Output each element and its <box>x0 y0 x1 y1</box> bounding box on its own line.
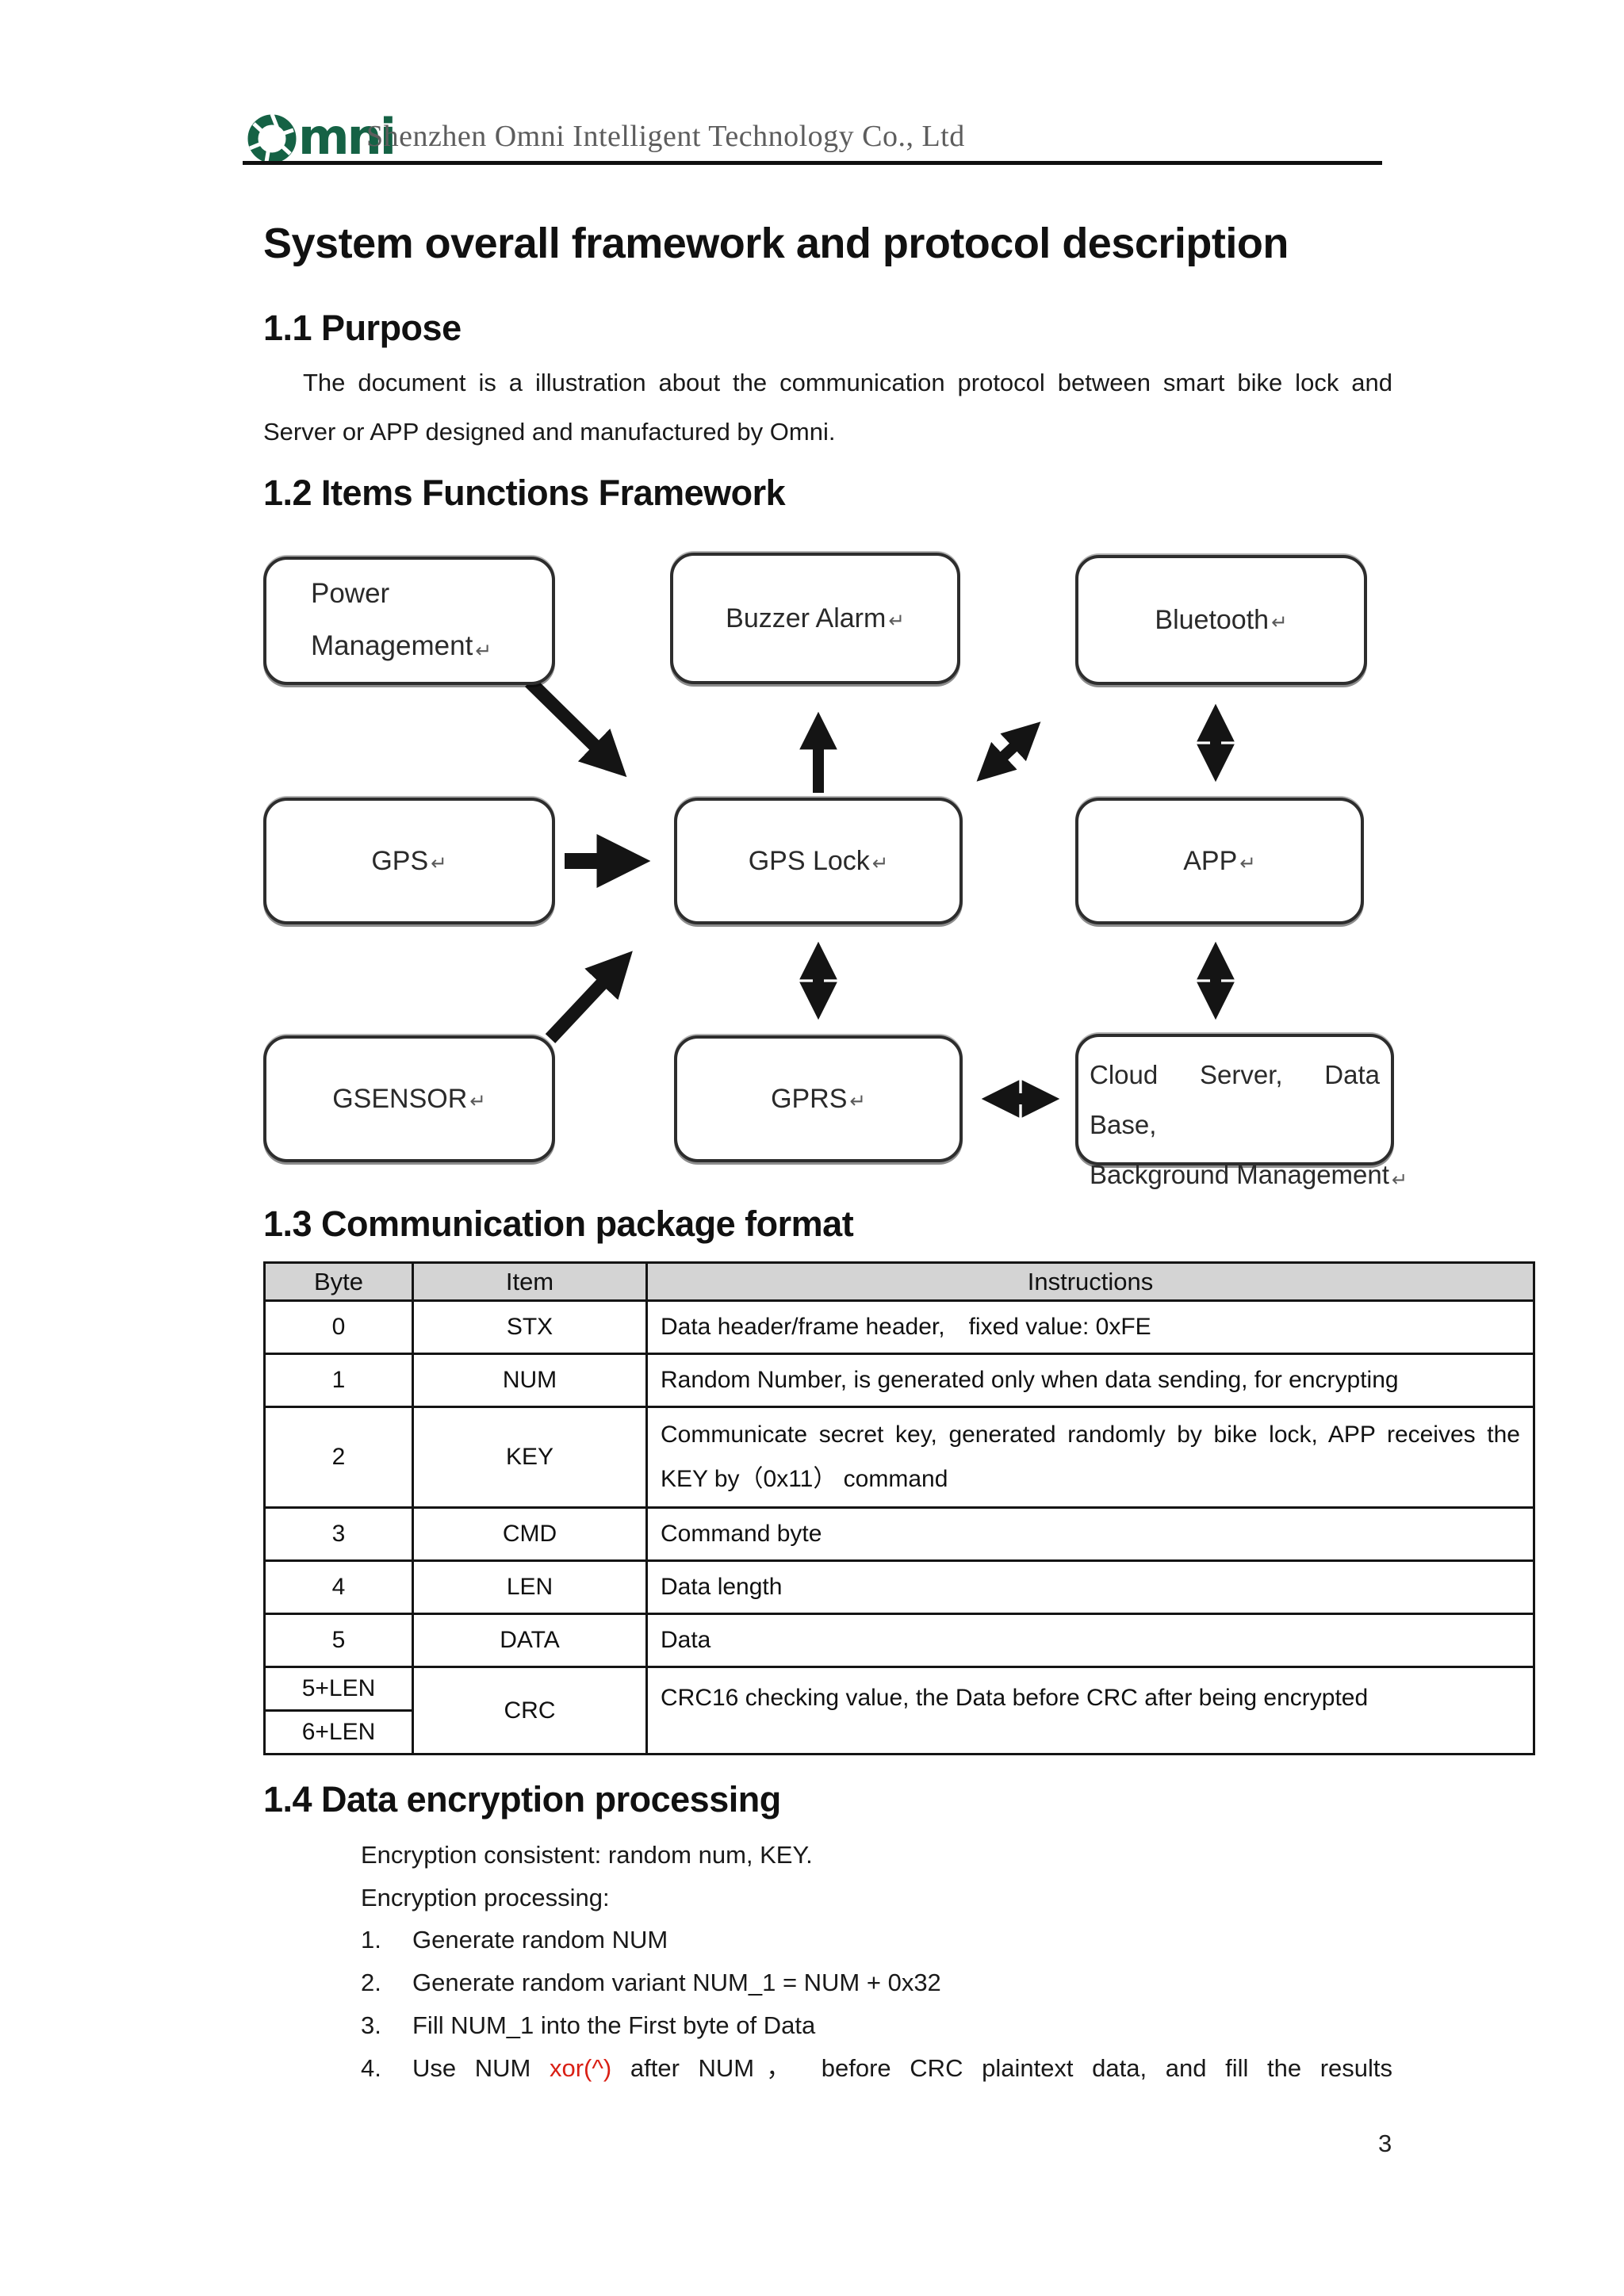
cell-byte: 0 <box>263 1299 414 1355</box>
box-label: GPS Lock <box>748 845 870 876</box>
diagram-box-gps: GPS↵ <box>263 798 555 924</box>
list-item-number: 3. <box>361 2011 381 2039</box>
heading-1-4: 1.4 Data encryption processing <box>263 1779 781 1820</box>
list-item-text: Fill NUM_1 into the First byte of Data <box>412 2011 816 2039</box>
list-item-text: Use NUM xor(^) after NUM， before CRC pla… <box>412 2054 1393 2082</box>
omni-logo: mni <box>247 108 396 166</box>
box-label: Buzzer Alarm <box>726 603 887 633</box>
table-header-row: Byte Item Instructions <box>263 1261 1535 1302</box>
col-header-instructions: Instructions <box>645 1261 1535 1302</box>
cell-byte: 6+LEN <box>263 1709 414 1755</box>
cell-instructions: Data header/frame header, fixed value: 0… <box>645 1299 1535 1355</box>
arrow-gpslock-bluetooth <box>976 721 1041 782</box>
cell-instructions: Data length <box>645 1559 1535 1615</box>
cell-item: CRC <box>412 1666 648 1755</box>
diagram-box-gps-lock: GPS Lock↵ <box>674 798 963 924</box>
purpose-paragraph: The document is a illustration about the… <box>263 369 1392 446</box>
diagram-box-gsensor: GSENSOR↵ <box>263 1035 555 1162</box>
list-item-number: 4. <box>361 2054 381 2082</box>
diagram-box-power-management: Power Management↵ <box>263 557 555 685</box>
diagram-box-app: APP↵ <box>1075 798 1364 924</box>
box-label: Cloud Server, Data Base, <box>1090 1060 1380 1139</box>
cell-instructions: Command byte <box>645 1506 1535 1562</box>
encryption-steps-list: 1. Generate random NUM 2. Generate rando… <box>361 1919 1392 2090</box>
box-label: Power <box>311 577 390 609</box>
encryption-consistent-line: Encryption consistent: random num, KEY. <box>361 1841 813 1869</box>
table-row: 6+LEN <box>263 1709 1534 1755</box>
list-item-text: Generate random NUM <box>412 1926 668 1954</box>
cell-instructions: Random Number, is generated only when da… <box>645 1353 1535 1408</box>
cell-item: LEN <box>412 1559 648 1615</box>
box-label: GPS <box>371 845 429 876</box>
omni-logo-text: mni <box>298 108 396 166</box>
page-number: 3 <box>1378 2130 1392 2157</box>
diagram-box-bluetooth: Bluetooth↵ <box>1075 555 1367 685</box>
list-item-number: 2. <box>361 1969 381 1996</box>
box-label: APP <box>1183 845 1238 876</box>
cell-byte: 5+LEN <box>263 1666 414 1712</box>
cell-instructions: Communicate secret key, generated random… <box>645 1406 1535 1509</box>
diagram-box-cloud-server: Cloud Server, Data Base, Background Mana… <box>1075 1034 1408 1191</box>
cell-byte: 4 <box>263 1559 414 1615</box>
xor-red-text: xor(^) <box>549 2054 612 2082</box>
header-rule <box>243 161 1382 165</box>
table-row: 1 NUM Random Number, is generated only w… <box>263 1353 1535 1408</box>
cell-item: STX <box>412 1299 648 1355</box>
heading-1-3: 1.3 Communication package format <box>263 1203 854 1244</box>
cell-byte: 1 <box>263 1353 414 1408</box>
cell-item: CMD <box>412 1506 648 1562</box>
box-label: Management↵ <box>311 629 492 662</box>
return-mark: ↵ <box>1239 853 1256 874</box>
cell-byte: 3 <box>263 1506 414 1562</box>
omni-aperture-icon <box>247 113 297 162</box>
cell-instructions: CRC16 checking value, the Data before CR… <box>645 1666 1535 1755</box>
box-label: GPRS <box>771 1083 848 1114</box>
cell-byte: 5 <box>263 1613 414 1668</box>
table-row: 3 CMD Command byte <box>263 1506 1535 1562</box>
box-label: Background Management↵ <box>1090 1160 1408 1191</box>
return-mark: ↵ <box>475 639 492 662</box>
table-row: 2 KEY Communicate secret key, generated … <box>263 1406 1535 1509</box>
arrow-powermgmt-to-gpslock <box>525 676 627 778</box>
cell-item: KEY <box>412 1406 648 1509</box>
col-header-byte: Byte <box>263 1261 414 1302</box>
table-row: 4 LEN Data length <box>263 1559 1535 1615</box>
list-item-text: Generate random variant NUM_1 = NUM + 0x… <box>412 1969 941 1996</box>
list-item: 1. Generate random NUM <box>361 1919 1392 1961</box>
communication-package-table: Byte Item Instructions 0 STX Data header… <box>263 1261 1535 1755</box>
company-name: Shenzhen Omni Intelligent Technology Co.… <box>366 120 965 153</box>
table-row: 5 DATA Data <box>263 1613 1535 1668</box>
list-item-number: 1. <box>361 1926 381 1954</box>
page-title: System overall framework and protocol de… <box>263 220 1289 267</box>
table-row: 0 STX Data header/frame header, fixed va… <box>263 1299 1535 1355</box>
table-row: 5+LEN CRC CRC16 checking value, the Data… <box>263 1666 1535 1755</box>
list-item: 4. Use NUM xor(^) after NUM， before CRC … <box>361 2047 1392 2090</box>
col-header-item: Item <box>412 1261 648 1302</box>
return-mark: ↵ <box>469 1091 486 1112</box>
return-mark: ↵ <box>849 1091 866 1112</box>
return-mark: ↵ <box>1391 1169 1408 1191</box>
return-mark: ↵ <box>431 853 447 874</box>
diagram-box-buzzer-alarm: Buzzer Alarm↵ <box>670 553 960 684</box>
diagram-box-gprs: GPRS↵ <box>674 1035 963 1162</box>
return-mark: ↵ <box>871 853 889 874</box>
cell-instructions: Data <box>645 1613 1535 1668</box>
list-item: 3. Fill NUM_1 into the First byte of Dat… <box>361 2004 1392 2047</box>
return-mark: ↵ <box>1271 612 1288 633</box>
cell-item: NUM <box>412 1353 648 1408</box>
box-label: GSENSOR <box>332 1083 468 1114</box>
heading-1-2: 1.2 Items Functions Framework <box>263 473 786 513</box>
cell-byte: 2 <box>263 1406 414 1509</box>
list-item: 2. Generate random variant NUM_1 = NUM +… <box>361 1961 1392 2004</box>
box-label: Bluetooth <box>1155 604 1270 635</box>
arrow-gsensor-to-gpslock <box>545 951 633 1043</box>
heading-1-1: 1.1 Purpose <box>263 308 462 348</box>
encryption-processing-line: Encryption processing: <box>361 1884 610 1911</box>
return-mark: ↵ <box>888 610 905 632</box>
cell-item: DATA <box>412 1613 648 1668</box>
